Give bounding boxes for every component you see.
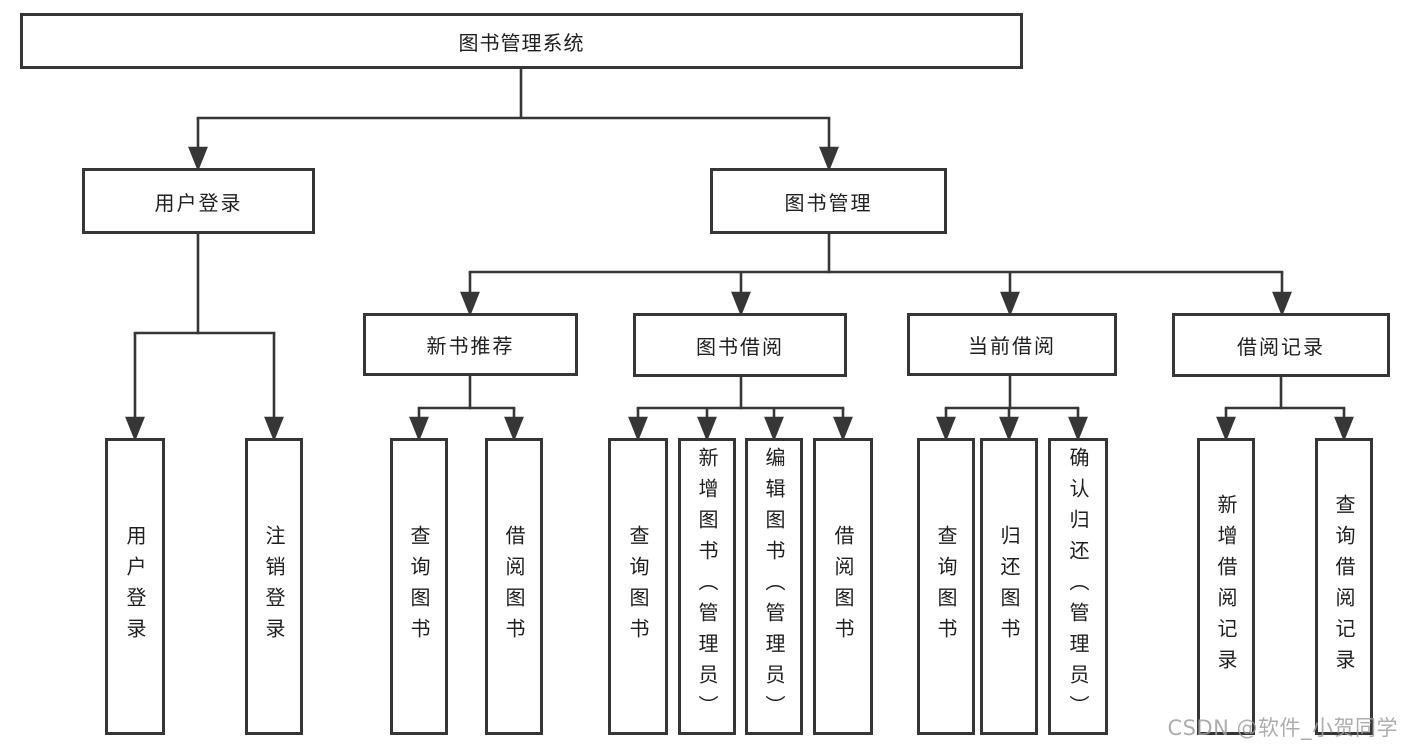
connector-current-borrowing-children: [936, 376, 1088, 442]
leaf-add-books-admin: 新增图书（管理员）: [678, 438, 736, 735]
csdn-watermark: CSDN @软件_小贺同学: [1167, 716, 1398, 740]
connector-book-management-children: [460, 234, 1292, 317]
node-user-login: 用户登录: [82, 168, 315, 234]
leaf-logout: 注销登录: [245, 438, 303, 735]
node-book-management: 图书管理: [710, 168, 947, 234]
leaf-query-borrow-record: 查询借阅记录: [1315, 438, 1373, 735]
leaf-return-books: 归还图书: [980, 438, 1038, 735]
node-new-book-recommend: 新书推荐: [363, 313, 578, 376]
leaf-borrow-books-recommend: 借阅图书: [485, 438, 543, 735]
leaf-query-books-current: 查询图书: [917, 438, 975, 735]
leaf-query-books-recommend: 查询图书: [390, 438, 448, 735]
connector-user-login-children: [125, 234, 284, 442]
connector-root-to-level2: [188, 69, 839, 172]
connector-book-borrowing-children: [628, 376, 853, 442]
node-library-management-system: 图书管理系统: [20, 13, 1023, 69]
connector-new-book-children: [409, 376, 524, 442]
leaf-user-login: 用户登录: [105, 438, 165, 735]
node-book-borrowing: 图书借阅: [633, 313, 847, 377]
node-borrowing-records: 借阅记录: [1172, 313, 1390, 377]
leaf-confirm-return-admin: 确认归还（管理员）: [1048, 438, 1108, 735]
node-current-borrowing: 当前借阅: [907, 313, 1117, 376]
leaf-borrow-books-borrowing: 借阅图书: [813, 438, 873, 735]
leaf-query-books-borrowing: 查询图书: [608, 438, 668, 735]
leaf-edit-books-admin: 编辑图书（管理员）: [745, 438, 803, 735]
connector-borrowing-records-children: [1216, 376, 1354, 442]
leaf-add-borrow-record: 新增借阅记录: [1197, 438, 1255, 735]
